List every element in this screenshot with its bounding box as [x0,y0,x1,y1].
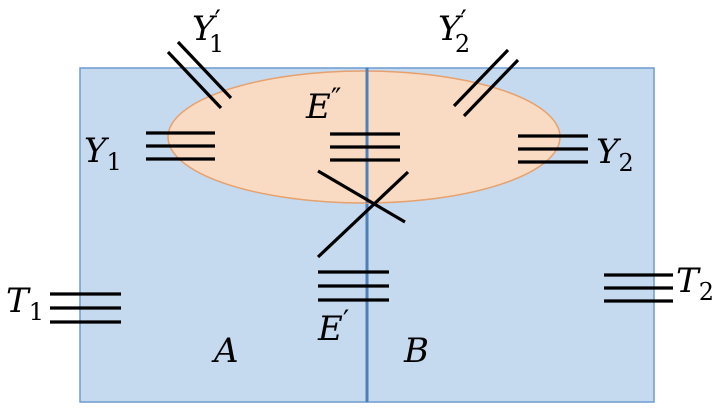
e-double-prime-triple-line [330,132,400,162]
label-t1: T1 [6,281,44,326]
t2-triple-line [604,273,673,303]
upsilon2-prime-double-line [452,48,520,118]
label-region-b: B [403,331,429,371]
label-region-a: A [211,331,239,371]
upsilon1-prime-double-line [166,40,233,110]
crossing-lines [316,169,410,259]
label-upsilon2: Υ2 [596,132,634,177]
t1-triple-line [50,292,121,324]
label-upsilon2-prime: Υ′2 [438,4,470,58]
e-prime-triple-line [318,270,389,302]
upsilon2-triple-line [518,134,588,164]
label-t2: T2 [676,261,714,306]
shared-ellipse [167,70,561,204]
label-upsilon1-prime: Υ′1 [192,4,224,58]
label-e-double-prime: E″ [305,82,341,127]
label-upsilon1: Υ1 [84,131,122,176]
upsilon1-triple-line [146,131,215,161]
label-e-prime: E′ [317,304,349,349]
